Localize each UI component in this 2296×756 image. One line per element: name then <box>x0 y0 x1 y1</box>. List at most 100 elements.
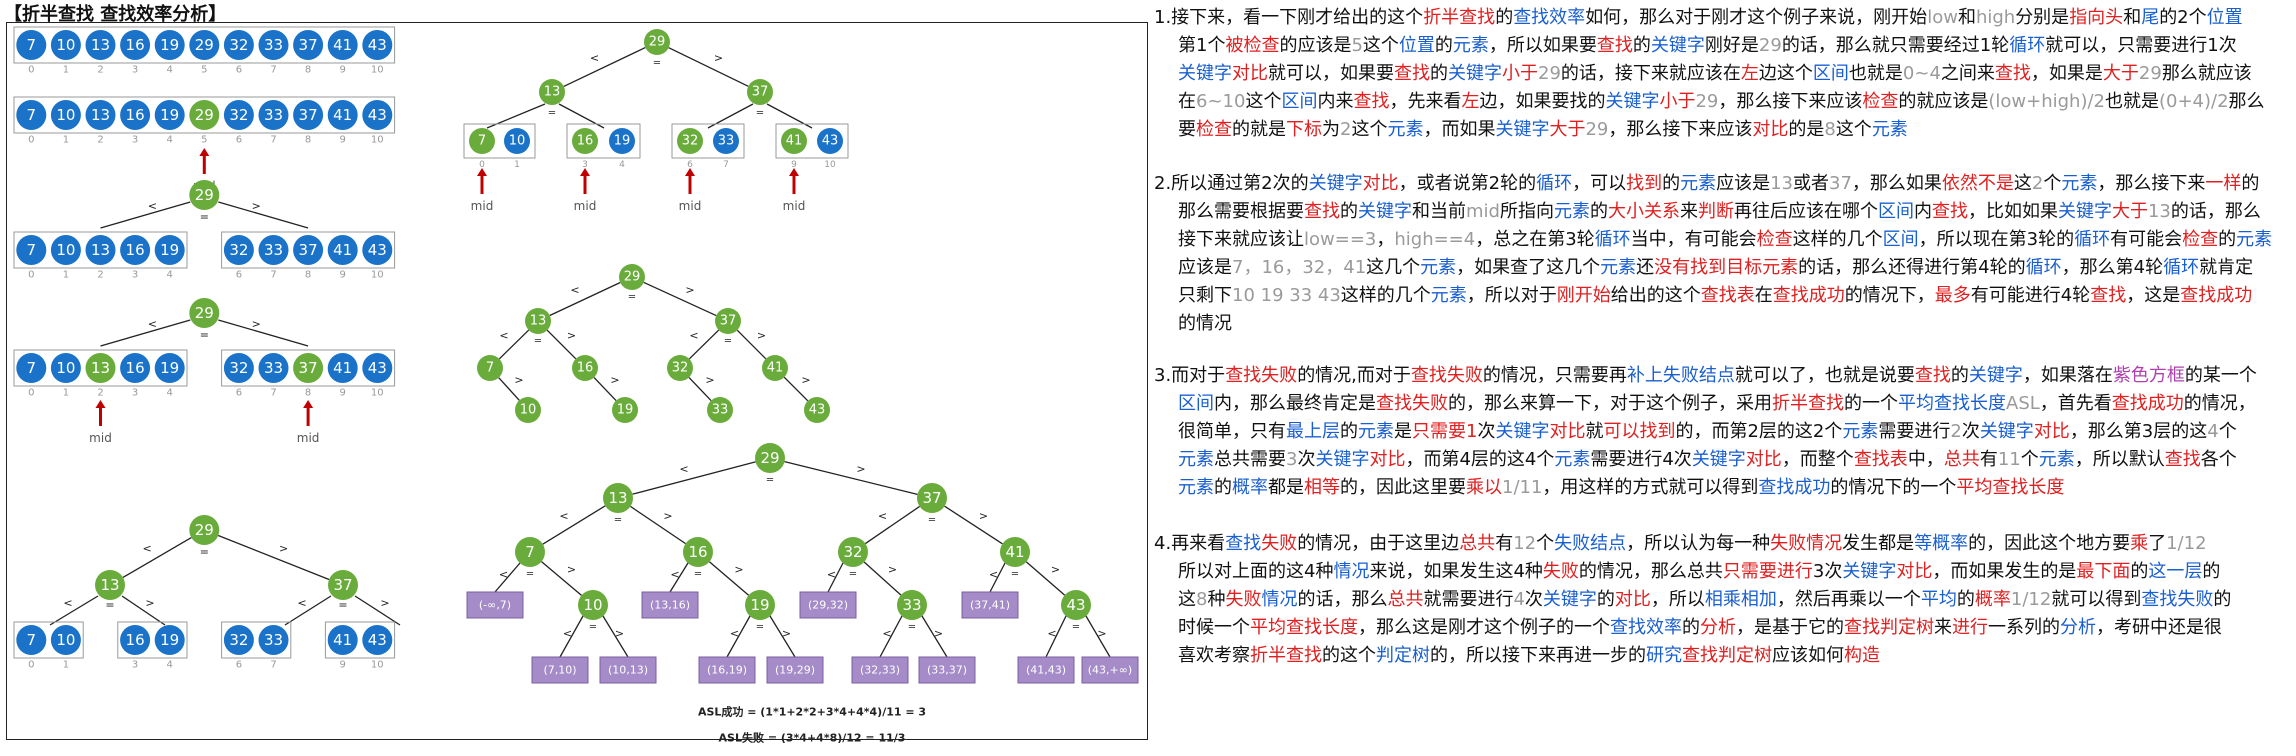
greater-than-label: > <box>1051 563 1060 576</box>
greater-than-label: > <box>757 329 766 342</box>
array-element <box>362 235 393 265</box>
array-index: 4 <box>167 65 173 76</box>
text-span: ，如果是 <box>2030 63 2103 84</box>
tree-node-label: 32 <box>682 134 699 149</box>
equal-label: = <box>653 58 661 69</box>
tree-node <box>747 79 773 105</box>
text-span: 和 <box>2123 7 2142 28</box>
text-span: ，那么接下来应该 <box>1718 91 1863 112</box>
text-span: ，首先看 <box>2039 393 2112 414</box>
failure-node <box>531 656 589 684</box>
text-span: 的 <box>2218 229 2237 250</box>
text-span: 查找失败 <box>2141 589 2214 610</box>
text-span: ，而整个 <box>1781 449 1854 470</box>
text-span: ，如果查了这几个 <box>1456 257 1601 278</box>
tree-node-label: 41 <box>786 134 803 149</box>
array-index: 3 <box>132 660 138 671</box>
array-element-label: 19 <box>160 631 179 649</box>
text-span: ， <box>1376 229 1395 250</box>
tree-node <box>755 443 785 473</box>
array-box <box>671 123 745 159</box>
less-than-label: < <box>297 597 306 610</box>
text-span: 关键字 <box>1448 63 1502 84</box>
text-span: 要 <box>1178 119 1196 140</box>
tree-node-label: 13 <box>544 85 561 100</box>
text-span: ，总之在第3轮 <box>1475 229 1595 250</box>
text-span: 次 <box>1961 421 1980 442</box>
array-box <box>13 231 188 269</box>
text-span: 4 <box>1513 589 1525 610</box>
array-element <box>258 30 289 60</box>
tree-root <box>189 298 220 328</box>
text-span: 应该是 <box>1178 257 1232 278</box>
text-span: 只需要进行 <box>1722 561 1813 582</box>
array-index: 6 <box>236 65 242 76</box>
array-element-label: 43 <box>368 631 387 649</box>
mid-label: mid <box>574 199 597 213</box>
text-span: 对比 <box>1232 63 1268 84</box>
text-span: ASL <box>2006 393 2040 414</box>
text-span: 的情况，只需要再 <box>1482 365 1627 386</box>
failure-node <box>1017 656 1075 684</box>
array-element-label: 41 <box>333 241 352 259</box>
equal-label: = <box>105 599 114 612</box>
array-element <box>16 100 47 130</box>
array-element <box>258 100 289 130</box>
tree-node-label: 19 <box>614 134 631 149</box>
text-span: 查找 <box>1353 91 1390 112</box>
tree-node <box>477 355 503 381</box>
text-span: 或者 <box>1793 173 1829 194</box>
text-span: 查找失败 <box>1376 393 1448 414</box>
mid-arrow-head <box>580 168 590 176</box>
text-span: 来 <box>1934 617 1952 638</box>
text-span: high==4 <box>1394 229 1476 250</box>
tree-root-label: 29 <box>195 521 214 539</box>
array-element-label: 7 <box>27 106 37 124</box>
text-span: ，是基于它的 <box>1736 617 1844 638</box>
array-index: 10 <box>371 270 384 281</box>
array-element-label: 32 <box>229 36 248 54</box>
array-element <box>362 30 393 60</box>
array-box <box>117 621 188 659</box>
text-span: 的，而第2层的这2个 <box>1675 421 1843 442</box>
array-element <box>189 100 220 130</box>
text-span: 喜欢考察 <box>1178 645 1250 666</box>
array-element-label: 16 <box>126 359 145 377</box>
tree-node-label: 7 <box>525 543 535 561</box>
text-span: 查找 <box>2090 285 2127 306</box>
equal-label: = <box>534 336 542 347</box>
text-span: 2 <box>1340 119 1352 140</box>
text-span: 查找 <box>1394 63 1430 84</box>
greater-than-label: > <box>934 627 943 640</box>
text-span: 发生都是 <box>1842 533 1915 554</box>
text-span: 这个 <box>1835 119 1872 140</box>
text-span: 平均 <box>1920 589 1957 610</box>
text-span: 关键字 <box>1542 589 1597 610</box>
text-span: 查找成功 <box>2111 393 2184 414</box>
text-span: 只剩下 <box>1178 285 1232 306</box>
array-element-label: 33 <box>264 106 283 124</box>
array-index: 6 <box>236 660 242 671</box>
tree-node-label: 32 <box>672 361 689 376</box>
array-index: 8 <box>305 270 311 281</box>
text-span: 元素 <box>2038 449 2075 470</box>
tree-edge <box>688 376 712 402</box>
array-element-label: 16 <box>126 241 145 259</box>
text-span: ，用这样的方式就可以得到 <box>1542 477 1759 498</box>
greater-than-label: > <box>279 542 288 555</box>
array-box <box>324 621 396 659</box>
tree-node-label: 37 <box>922 489 941 507</box>
array-element-label: 33 <box>264 241 283 259</box>
array-element-label: 33 <box>264 359 283 377</box>
text-span: 这 <box>1178 589 1196 610</box>
less-than-label: < <box>148 200 157 213</box>
array-element-label: 10 <box>56 631 75 649</box>
text-span: 需要进行4次 <box>1590 449 1692 470</box>
array-index: 10 <box>371 135 384 146</box>
text-span: 对比 <box>1745 449 1782 470</box>
tree-edge <box>542 505 606 545</box>
text-span: 个 <box>2218 421 2237 442</box>
array-element-label: 7 <box>27 359 37 377</box>
tree-edge <box>498 377 520 401</box>
less-than-label: < <box>730 627 739 640</box>
